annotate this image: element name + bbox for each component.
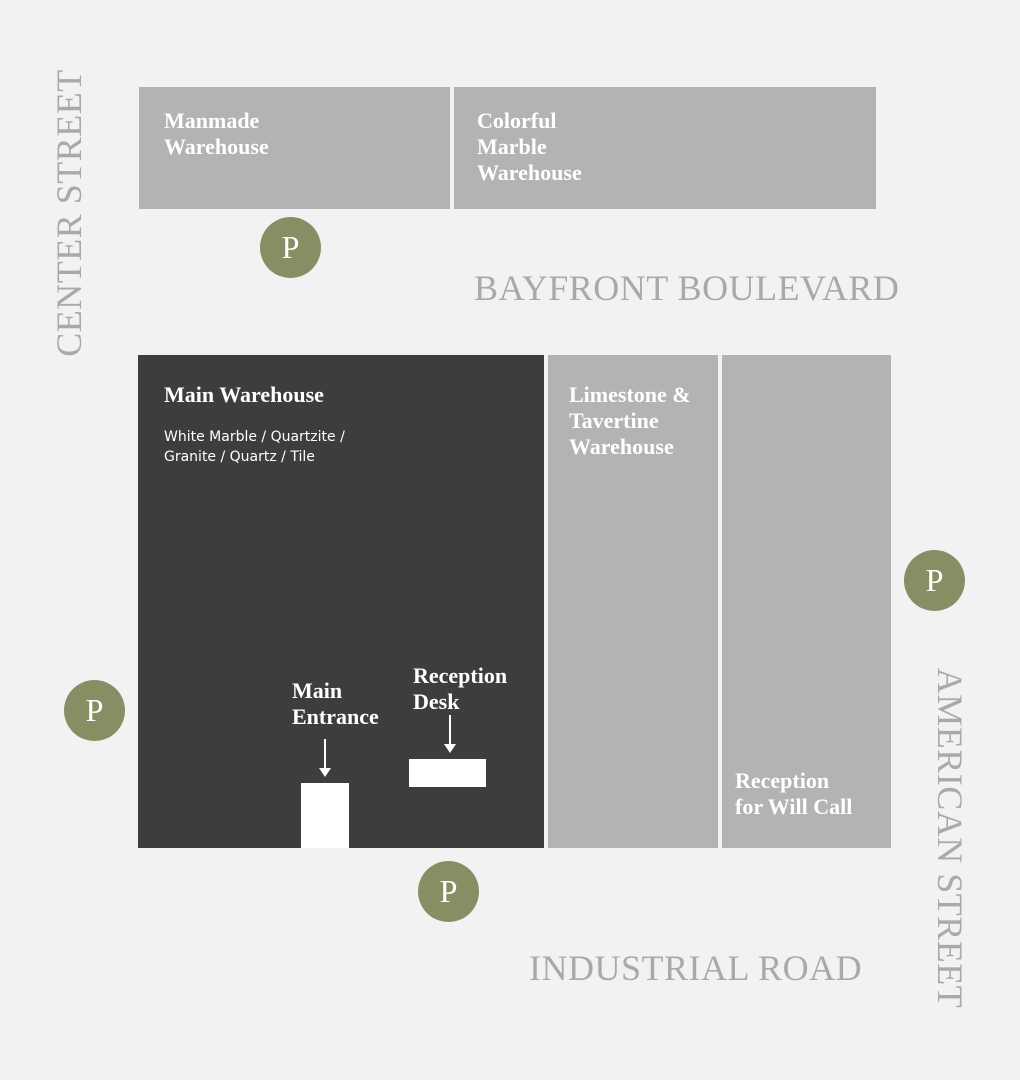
colorful-marble-warehouse-label: Colorful Marble Warehouse	[477, 108, 582, 185]
reception-desk[interactable]	[409, 759, 486, 787]
bayfront-boulevard-label: BAYFRONT BOULEVARD	[474, 268, 900, 308]
manmade-warehouse-label: Manmade Warehouse	[164, 108, 269, 159]
main-warehouse[interactable]: Main Warehouse White Marble / Quartzite …	[138, 355, 544, 848]
parking-icon[interactable]: P	[260, 217, 321, 278]
main-warehouse-materials: White Marble / Quartzite / Granite / Qua…	[164, 429, 345, 465]
limestone-tavertine-warehouse[interactable]: Limestone & Tavertine Warehouse	[548, 355, 718, 848]
parking-icon[interactable]: P	[904, 550, 965, 611]
reception-desk-label: Reception Desk	[413, 663, 508, 714]
limestone-tavertine-warehouse-label: Limestone & Tavertine Warehouse	[569, 382, 691, 459]
center-street-label: CENTER STREET	[49, 69, 89, 357]
parking-icon[interactable]: P	[418, 861, 479, 922]
manmade-warehouse[interactable]: Manmade Warehouse	[139, 87, 450, 209]
main-warehouse-label: Main Warehouse	[164, 382, 324, 407]
down-arrow-icon	[444, 715, 456, 753]
down-arrow-icon	[319, 739, 331, 777]
industrial-road-label: INDUSTRIAL ROAD	[529, 948, 863, 988]
main-entrance[interactable]	[301, 783, 349, 848]
will-call-reception[interactable]: Reception for Will Call	[722, 355, 891, 848]
colorful-marble-warehouse[interactable]: Colorful Marble Warehouse	[454, 87, 876, 209]
american-street-label: AMERICAN STREET	[930, 667, 970, 1009]
main-entrance-label: Main Entrance	[292, 678, 379, 729]
will-call-reception-label: Reception for Will Call	[735, 768, 853, 819]
parking-icon[interactable]: P	[64, 680, 125, 741]
